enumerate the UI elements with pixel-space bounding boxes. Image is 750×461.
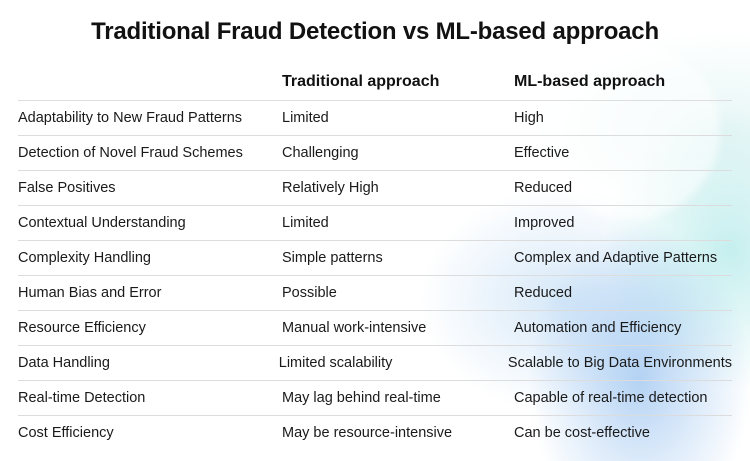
feature-cell: Real-time Detection <box>18 390 146 406</box>
feature-cell: Resource Efficiency <box>18 320 146 336</box>
ml-cell: Capable of real-time detection <box>514 390 708 406</box>
traditional-cell: Limited <box>282 215 329 231</box>
feature-cell: Detection of Novel Fraud Schemes <box>18 145 243 161</box>
table-row: Contextual Understanding Limited Improve… <box>18 206 732 241</box>
ml-cell: Automation and Efficiency <box>514 320 682 336</box>
traditional-cell: Possible <box>282 285 337 301</box>
page-title: Traditional Fraud Detection vs ML-based … <box>91 18 659 45</box>
feature-cell: Cost Efficiency <box>18 425 114 441</box>
ml-cell: Improved <box>514 215 575 231</box>
feature-cell: Complexity Handling <box>18 250 151 266</box>
ml-cell: Complex and Adaptive Patterns <box>514 250 718 266</box>
traditional-cell: Relatively High <box>282 180 379 196</box>
table-row: Data Handling Limited scalability Scalab… <box>18 346 732 381</box>
feature-cell: Adaptability to New Fraud Patterns <box>18 110 243 126</box>
ml-cell: Reduced <box>514 180 573 196</box>
traditional-cell: Challenging <box>282 145 359 161</box>
feature-cell: Data Handling <box>18 355 110 371</box>
ml-cell: Can be cost-effective <box>514 425 650 441</box>
ml-cell: High <box>514 110 544 126</box>
table-row: Detection of Novel Fraud Schemes Challen… <box>18 136 732 171</box>
comparison-table: Traditional approach ML-based approach A… <box>18 64 732 450</box>
table-row: Complexity Handling Simple patterns Comp… <box>18 241 732 276</box>
traditional-cell: Simple patterns <box>282 250 383 266</box>
table-row: Human Bias and Error Possible Reduced <box>18 276 732 311</box>
feature-cell: False Positives <box>18 180 116 196</box>
feature-cell: Human Bias and Error <box>18 285 162 301</box>
table-header-row: Traditional approach ML-based approach <box>18 64 732 101</box>
feature-cell: Contextual Understanding <box>18 215 186 231</box>
traditional-cell: May be resource-intensive <box>282 425 453 441</box>
traditional-cell: Limited scalability <box>278 355 393 371</box>
header-traditional: Traditional approach <box>282 73 440 90</box>
ml-cell: Reduced <box>514 285 573 301</box>
ml-cell: Scalable to Big Data Environments <box>507 355 732 371</box>
traditional-cell: Limited <box>282 110 329 126</box>
table-row: Cost Efficiency May be resource-intensiv… <box>18 416 732 450</box>
header-ml: ML-based approach <box>514 73 666 90</box>
table-row: Adaptability to New Fraud Patterns Limit… <box>18 101 732 136</box>
table-row: Real-time Detection May lag behind real-… <box>18 381 732 416</box>
traditional-cell: May lag behind real-time <box>282 390 441 406</box>
table-row: False Positives Relatively High Reduced <box>18 171 732 206</box>
ml-cell: Effective <box>514 145 570 161</box>
table-row: Resource Efficiency Manual work-intensiv… <box>18 311 732 346</box>
traditional-cell: Manual work-intensive <box>282 320 427 336</box>
